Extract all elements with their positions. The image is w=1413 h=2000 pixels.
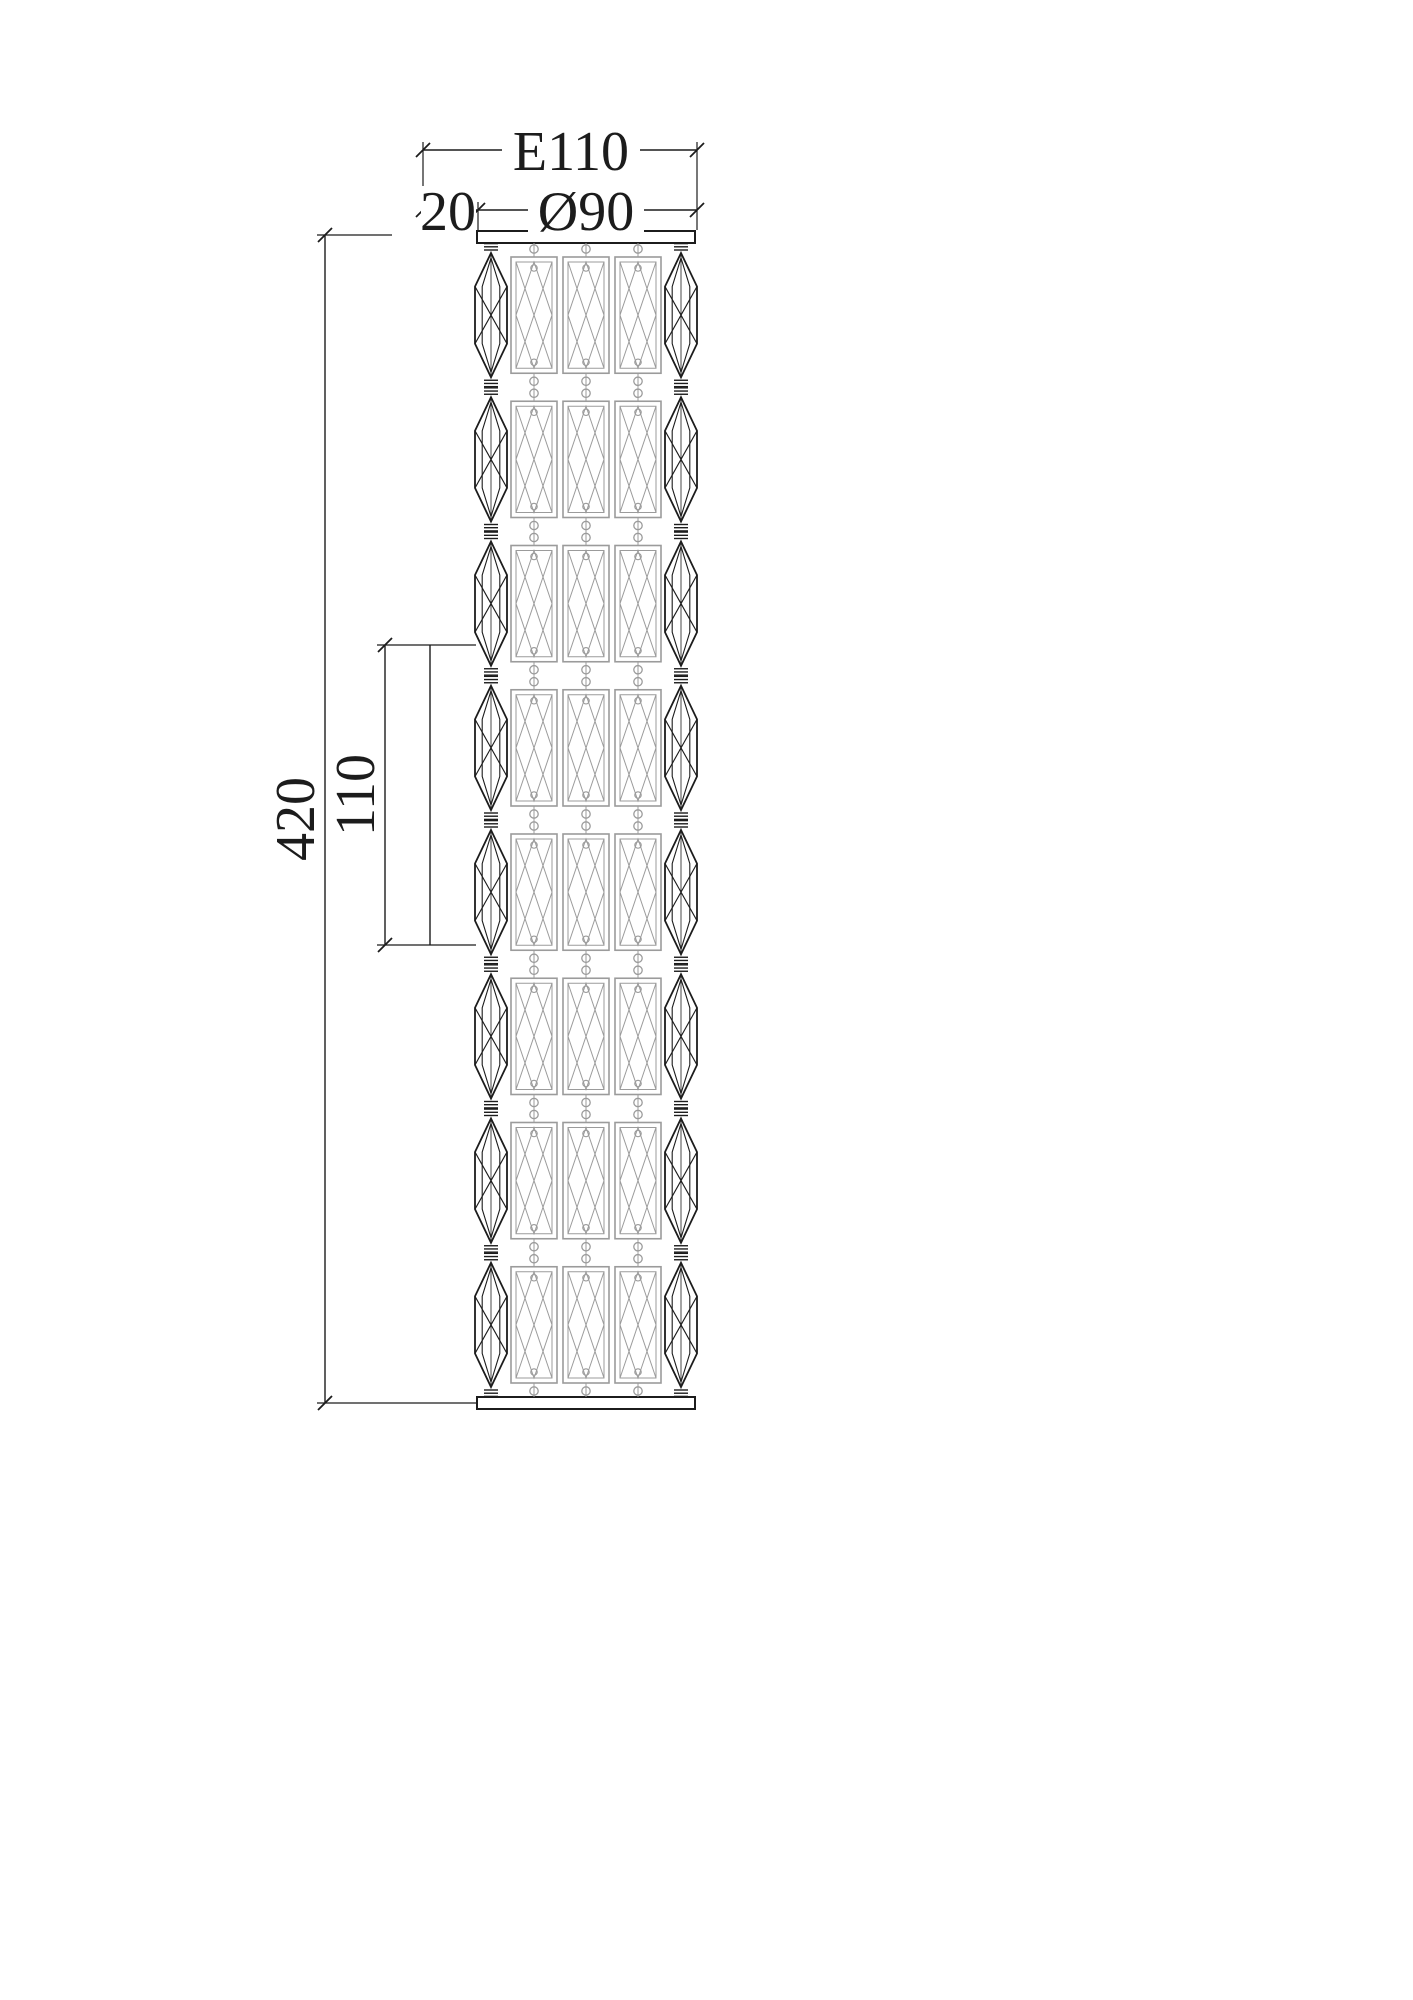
crystal-row xyxy=(474,1108,698,1253)
crystal-row xyxy=(474,964,698,1109)
label-bg-diameter xyxy=(528,184,644,236)
dimension-labels: E110 20 Ø90 420 110 xyxy=(265,121,634,861)
crystal-row xyxy=(474,819,698,965)
crystal-row xyxy=(474,531,698,676)
crystal-row xyxy=(474,1252,698,1398)
crystal-row xyxy=(474,675,698,821)
dimension-label-backgrounds xyxy=(421,124,644,236)
dim-label-segment-height: 110 xyxy=(325,754,387,836)
label-bg-top-width xyxy=(502,124,640,176)
crystal-row xyxy=(474,242,698,388)
crystal-row xyxy=(474,387,698,532)
dim-label-diameter: Ø90 xyxy=(538,181,634,243)
dim-label-total-height: 420 xyxy=(265,777,327,861)
label-bg-edge-offset xyxy=(421,186,476,234)
dim-label-edge-offset: 20 xyxy=(420,181,476,243)
dim-label-top-width: E110 xyxy=(513,121,629,183)
lamp-geometry xyxy=(317,142,705,1411)
